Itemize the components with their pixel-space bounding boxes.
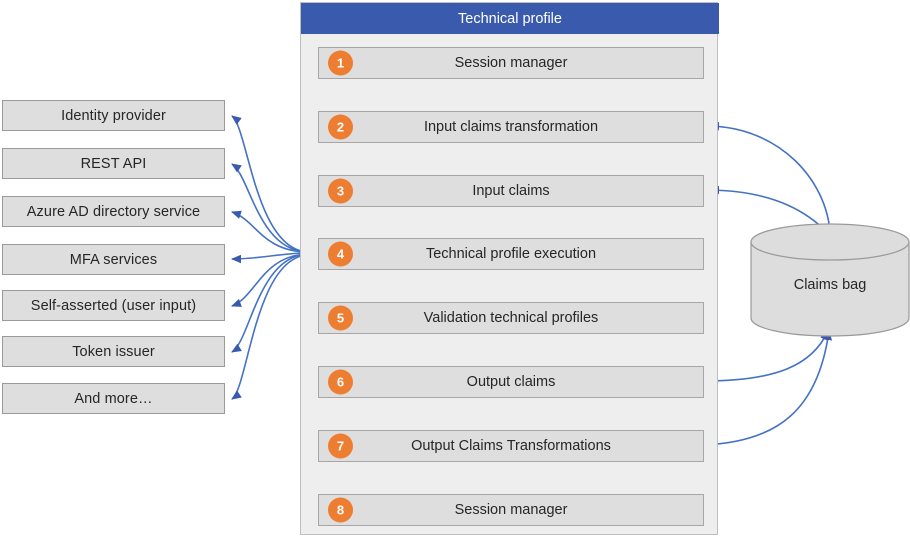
curve-to-mfa-services [231,252,308,264]
claims-bag-write-curves [702,330,833,446]
source-box-label: Identity provider [61,107,166,124]
source-box-label: Self-asserted (user input) [30,297,197,314]
source-box-identity-provider[interactable]: Identity provider [2,100,225,131]
step-label: Technical profile execution [425,246,597,262]
technical-profile-panel: Technical profile 1 Session manager 2 In… [300,2,719,535]
curve-to-and-more [231,254,308,400]
source-box-label: MFA services [69,251,158,268]
curve-to-azure-ad [231,210,308,253]
step-number-badge: 3 [328,178,353,204]
source-box-token-issuer[interactable]: Token issuer [2,336,225,367]
step-number-badge: 8 [328,497,353,523]
curve-to-identity-provider [231,115,308,253]
source-box-label: REST API [80,155,147,172]
step-number-badge: 2 [328,114,353,140]
step-box-6-output-claims[interactable]: 6 Output claims [318,366,704,398]
step-number-badge: 7 [328,433,353,459]
step-label: Session manager [454,502,568,518]
source-box-rest-api[interactable]: REST API [2,148,225,179]
step-box-2-input-claims-transformation[interactable]: 2 Input claims transformation [318,111,704,143]
source-box-azure-ad-directory-service[interactable]: Azure AD directory service [2,196,225,227]
step-box-4-technical-profile-execution[interactable]: 4 Technical profile execution [318,238,704,270]
step-label: Validation technical profiles [423,310,599,326]
claims-bag-label: Claims bag [793,277,867,293]
step-number-badge: 1 [328,50,353,76]
step-label: Output claims [466,374,556,390]
curve-bag-to-input-claims-transformation [709,121,831,233]
step-box-3-input-claims[interactable]: 3 Input claims [318,175,704,207]
step-box-5-validation-technical-profiles[interactable]: 5 Validation technical profiles [318,302,704,334]
source-box-self-asserted[interactable]: Self-asserted (user input) [2,290,225,321]
step-box-8-session-manager[interactable]: 8 Session manager [318,494,704,526]
step-box-1-session-manager[interactable]: 1 Session manager [318,47,704,79]
step-label: Input claims transformation [423,119,599,135]
curve-to-rest-api [231,163,308,253]
source-box-label: Token issuer [72,343,155,360]
panel-title-bar: Technical profile [301,3,719,34]
step-box-7-output-claims-transformations[interactable]: 7 Output Claims Transformations [318,430,704,462]
source-box-label: Azure AD directory service [26,203,201,220]
panel-title: Technical profile [458,10,562,27]
step-number-badge: 6 [328,369,353,395]
curve-output-transformations-to-bag [702,330,833,446]
database-cylinder-icon [750,223,910,337]
step-label: Output Claims Transformations [411,438,611,454]
source-fan-curves [231,115,308,400]
claims-bag-read-curves [709,121,831,234]
source-box-mfa-services[interactable]: MFA services [2,244,225,275]
step-number-badge: 4 [328,241,353,267]
step-label: Session manager [454,55,568,71]
source-box-and-more[interactable]: And more… [2,383,225,414]
source-box-label: And more… [74,390,153,407]
curve-output-claims-to-bag [702,330,829,382]
step-number-badge: 5 [328,305,353,331]
step-label: Input claims [472,183,550,199]
claims-bag-store[interactable]: Claims bag [750,223,910,337]
curve-to-self-asserted [231,253,308,307]
curve-to-token-issuer [231,253,308,353]
